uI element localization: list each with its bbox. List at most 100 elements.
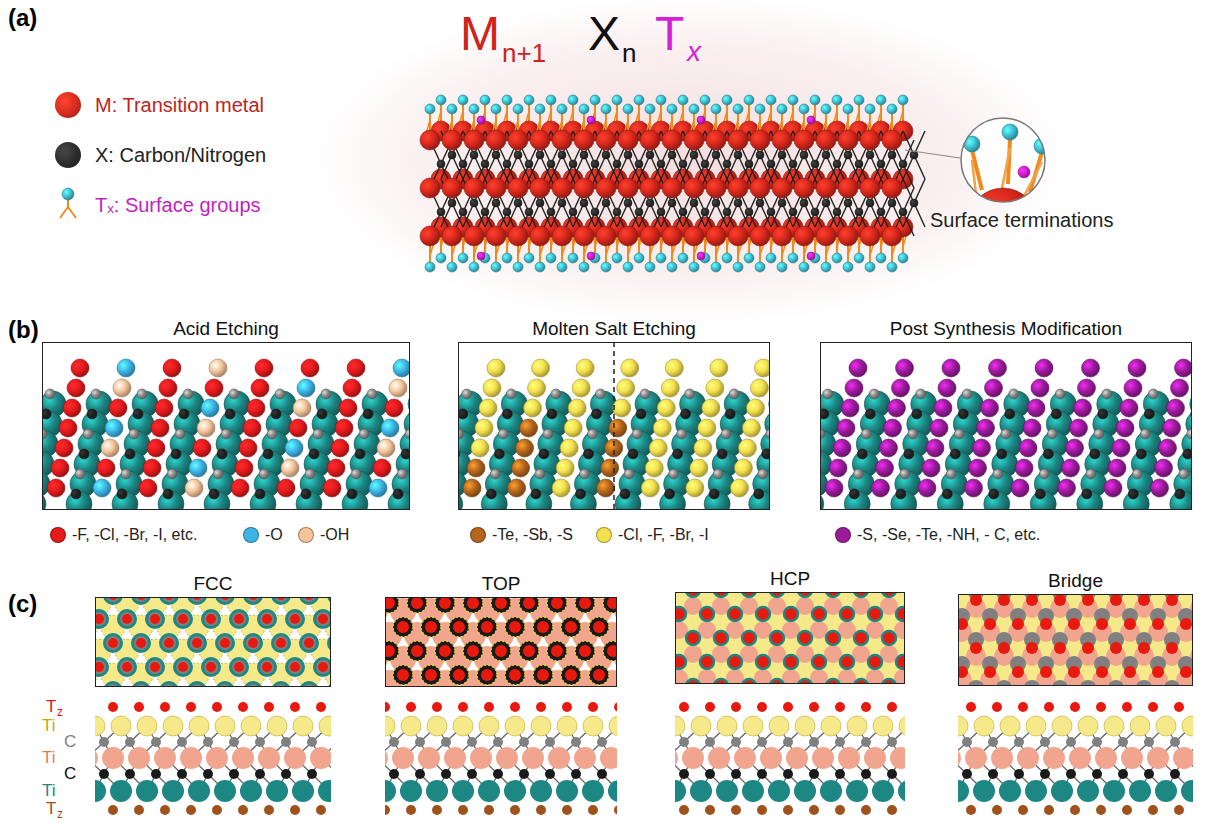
termination-atom: [122, 662, 132, 672]
titanium-atom: [215, 597, 235, 605]
carbon-atom: [635, 208, 643, 216]
titanium-atom: [299, 633, 319, 653]
termination-atom: [164, 597, 174, 600]
carbon-atom: [591, 409, 601, 419]
termination-atom: [301, 359, 319, 377]
carbon-atom: [789, 208, 797, 216]
termination-atom: [101, 439, 119, 457]
termination-atom: [1104, 479, 1122, 497]
termination-atom: [706, 379, 724, 397]
carbon-atom: [587, 429, 597, 439]
termination-atom: [471, 439, 489, 457]
termination-atom: [843, 262, 853, 272]
titanium-atom: [131, 597, 151, 605]
termination-atom: [700, 95, 710, 105]
carbon-atom: [463, 641, 483, 661]
termination-atom: [436, 253, 446, 263]
carbon-atom: [681, 409, 691, 419]
termination-atom: [1116, 419, 1134, 437]
carbon-atom: [176, 612, 190, 626]
termination-atom: [587, 116, 595, 124]
carbon-atom: [347, 489, 357, 499]
carbon-atom: [503, 208, 511, 216]
termination-atom: [385, 805, 390, 815]
termination-atom: [568, 253, 578, 263]
carbon-atom: [778, 151, 786, 159]
metal-atom: [772, 178, 792, 198]
carbon-atom: [1183, 449, 1192, 459]
metal-atom: [464, 178, 484, 198]
carbon-atom: [42, 409, 51, 419]
termination-atom: [212, 805, 222, 815]
termination-atom: [562, 805, 572, 815]
termination-atom: [833, 439, 851, 457]
metal-atom: [508, 178, 528, 198]
carbon-atom: [171, 449, 181, 459]
carbon-atom: [514, 199, 522, 207]
titanium-atom: [128, 747, 150, 769]
metal-atom: [574, 226, 594, 246]
termination-atom: [565, 669, 577, 681]
termination-atom: [185, 479, 203, 497]
carbon-atom: [167, 469, 177, 479]
carbon-atom: [533, 665, 553, 685]
titanium-atom: [243, 681, 263, 687]
termination-atom: [588, 702, 598, 712]
metal-atom: [530, 226, 550, 246]
carbon-atom: [536, 199, 544, 207]
termination-atom: [134, 702, 144, 712]
termination-atom: [854, 592, 868, 597]
carbon-atom: [899, 160, 907, 168]
metal-atom: [464, 226, 484, 246]
titanium-atom: [318, 780, 331, 802]
termination-atom: [678, 95, 688, 105]
termination-atom: [484, 702, 494, 712]
titanium-atom: [241, 716, 261, 736]
carbon-atom: [657, 208, 665, 216]
carbon-atom: [204, 612, 218, 626]
carbon-atom: [1136, 449, 1146, 459]
carbon-atom: [99, 769, 109, 779]
carbon-atom: [767, 208, 775, 216]
zoom-leader: [905, 150, 960, 158]
carbon-atom: [355, 449, 365, 459]
titanium-atom: [117, 609, 137, 629]
titanium-atom: [574, 747, 596, 769]
metal-atom: [552, 130, 572, 150]
metal-atom: [684, 178, 704, 198]
termination-atom: [1163, 419, 1181, 437]
carbon-atom: [545, 769, 555, 779]
metal-atom: [728, 226, 748, 246]
carbon-atom: [288, 612, 302, 626]
carbon-atom: [575, 641, 595, 661]
termination-atom: [536, 805, 546, 815]
carbon-atom: [646, 199, 654, 207]
termination-atom: [876, 459, 894, 477]
titanium-atom: [531, 716, 551, 736]
titanium-atom: [285, 609, 305, 629]
carbon-atom: [571, 737, 581, 747]
carbon-atom: [498, 429, 508, 439]
carbon-atom: [459, 208, 467, 216]
carbon-atom: [125, 737, 135, 747]
carbon-atom: [823, 389, 833, 399]
carbon-atom: [317, 409, 327, 419]
icon-atom: [62, 188, 74, 200]
termination-atom: [235, 459, 253, 477]
carbon-atom: [330, 684, 331, 687]
mxene-slab: [420, 95, 925, 272]
termination-atom: [164, 686, 174, 687]
carbon-atom: [525, 208, 533, 216]
termination-atom: [134, 805, 144, 815]
termination-atom: [535, 262, 545, 272]
carbon-atom: [162, 684, 176, 687]
carbon-atom: [203, 737, 213, 747]
metal-atom: [684, 130, 704, 150]
termination-atom: [484, 805, 494, 815]
metal-atom: [530, 178, 550, 198]
carbon-atom: [125, 449, 135, 459]
carbon-atom: [162, 597, 176, 602]
carbon-atom: [229, 769, 239, 779]
carbon-atom: [275, 389, 285, 399]
titanium-atom: [271, 681, 291, 687]
